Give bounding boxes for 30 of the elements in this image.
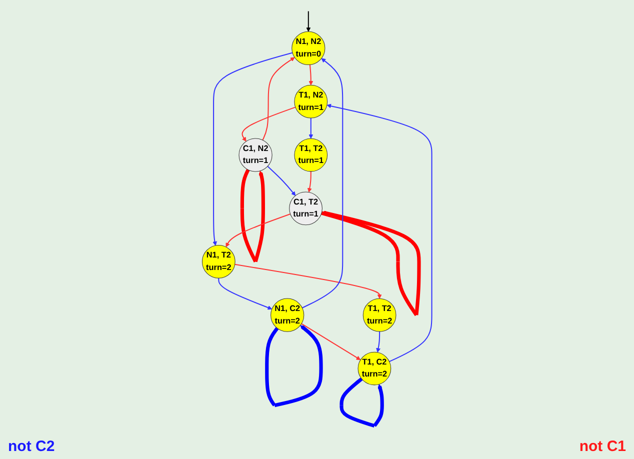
- arrow: [326, 104, 432, 362]
- node-circle: T1, C2 turn=2: [358, 352, 392, 386]
- arrow: [234, 264, 382, 299]
- arrow: [262, 57, 295, 140]
- region-label: not C2: [8, 438, 55, 455]
- arrow: [308, 118, 314, 139]
- arrow: [267, 166, 296, 196]
- arrow: [302, 58, 344, 308]
- node-circle: C1, N2 turn=1: [238, 138, 272, 172]
- arrow: [301, 323, 361, 360]
- node-circle: T1, T2 turn=2: [362, 298, 396, 332]
- node-circle: C1, T2 turn=1: [289, 192, 322, 226]
- arrow: [265, 325, 323, 408]
- arrow: [376, 332, 381, 353]
- node-circle: T1, T2 turn=1: [294, 138, 328, 172]
- arrow: [218, 278, 272, 310]
- arrow: [321, 210, 421, 316]
- arrow: [242, 106, 296, 142]
- node-circle: N1, T2 turn=2: [202, 245, 236, 278]
- arrow: [212, 52, 293, 246]
- arrow: [308, 64, 314, 86]
- arrow: [226, 214, 290, 248]
- node-circle: N1, C2 turn=2: [270, 298, 304, 332]
- arrow: [306, 11, 311, 32]
- arrow: [340, 377, 384, 428]
- arrow: [240, 169, 265, 262]
- node-circle: N1, N2 turn=0: [292, 31, 326, 65]
- region-label: not C1: [579, 438, 626, 455]
- arrow: [307, 171, 312, 192]
- node-circle: T1, N2 turn=1: [294, 84, 328, 118]
